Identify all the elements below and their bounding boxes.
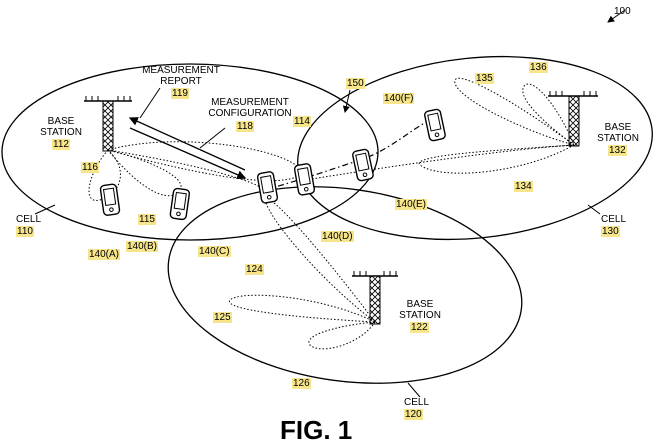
beam-124-ref: 124 xyxy=(245,264,264,275)
measurement-configuration-line2: CONFIGURATION xyxy=(200,108,300,119)
device-140c xyxy=(257,171,278,203)
device-140f xyxy=(424,109,446,142)
cell-110-boundary xyxy=(2,64,378,240)
measurement-configuration-ref: 118 xyxy=(236,121,254,132)
base-station-112-tower-icon xyxy=(84,96,132,151)
cell-110-ref: 110 xyxy=(16,226,34,237)
measurement-report-line2: REPORT xyxy=(136,76,226,87)
measurement-configuration-line1: MEASUREMENT xyxy=(200,97,300,108)
cell-130-label: CELL xyxy=(601,214,626,225)
device-140d xyxy=(294,163,315,195)
base-station-132-line2: STATION xyxy=(593,133,643,144)
device-140a xyxy=(100,184,120,216)
base-station-122-line2: STATION xyxy=(395,310,445,321)
beam-132-d xyxy=(305,145,574,180)
device-140f-label: 140(F) xyxy=(383,93,414,104)
device-140c-label: 140(C) xyxy=(198,246,231,257)
leader-119 xyxy=(140,88,160,118)
measurement-report-line1: MEASUREMENT xyxy=(136,65,226,76)
beam-136-ref: 136 xyxy=(529,62,548,73)
cell-130-ref: 130 xyxy=(601,226,620,237)
leader-150 xyxy=(345,90,350,112)
base-station-112-line2: STATION xyxy=(36,127,86,138)
device-140d-label: 140(D) xyxy=(321,231,354,242)
device-140a-label: 140(A) xyxy=(88,249,120,260)
trajectory-150-ref: 150 xyxy=(346,78,365,89)
leader-cell-120 xyxy=(408,383,420,397)
device-140e-label: 140(E) xyxy=(395,199,427,210)
cell-120-ref: 120 xyxy=(404,409,423,420)
base-station-132-line1: BASE xyxy=(593,122,643,133)
measurement-configuration-arrow xyxy=(130,128,245,178)
leader-118 xyxy=(200,128,225,148)
device-140b xyxy=(170,188,190,220)
base-station-112-ref: 112 xyxy=(52,139,70,150)
figure-ref: 100 xyxy=(614,6,631,17)
beam-125-ref: 125 xyxy=(213,312,232,323)
beam-126-ref: 126 xyxy=(292,378,311,389)
beam-126 xyxy=(309,322,375,349)
beam-135 xyxy=(455,78,574,145)
figure-title: FIG. 1 xyxy=(280,415,352,446)
beam-114-ref: 114 xyxy=(293,116,311,127)
base-station-112-line1: BASE xyxy=(36,116,86,127)
measurement-report-ref: 119 xyxy=(171,88,189,99)
beam-135-ref: 135 xyxy=(475,73,494,84)
beam-116-ref: 116 xyxy=(81,162,99,173)
cell-120-label: CELL xyxy=(404,397,429,408)
base-station-132-tower-icon xyxy=(548,91,598,146)
beam-125 xyxy=(229,295,375,322)
beam-115-ref: 115 xyxy=(138,214,156,225)
base-station-132-ref: 132 xyxy=(608,145,627,156)
beam-134 xyxy=(419,145,574,173)
leader-cell-110 xyxy=(35,205,55,214)
base-station-122-line1: BASE xyxy=(395,299,445,310)
device-140b-label: 140(B) xyxy=(126,241,158,252)
beam-115 xyxy=(108,150,181,196)
base-station-122-tower-icon xyxy=(352,271,398,324)
beam-134-ref: 134 xyxy=(514,181,533,192)
beam-124 xyxy=(265,198,375,322)
cell-110-label: CELL xyxy=(16,214,41,225)
device-140e xyxy=(352,149,374,182)
base-station-122-ref: 122 xyxy=(410,322,429,333)
trajectory-150 xyxy=(265,120,430,190)
